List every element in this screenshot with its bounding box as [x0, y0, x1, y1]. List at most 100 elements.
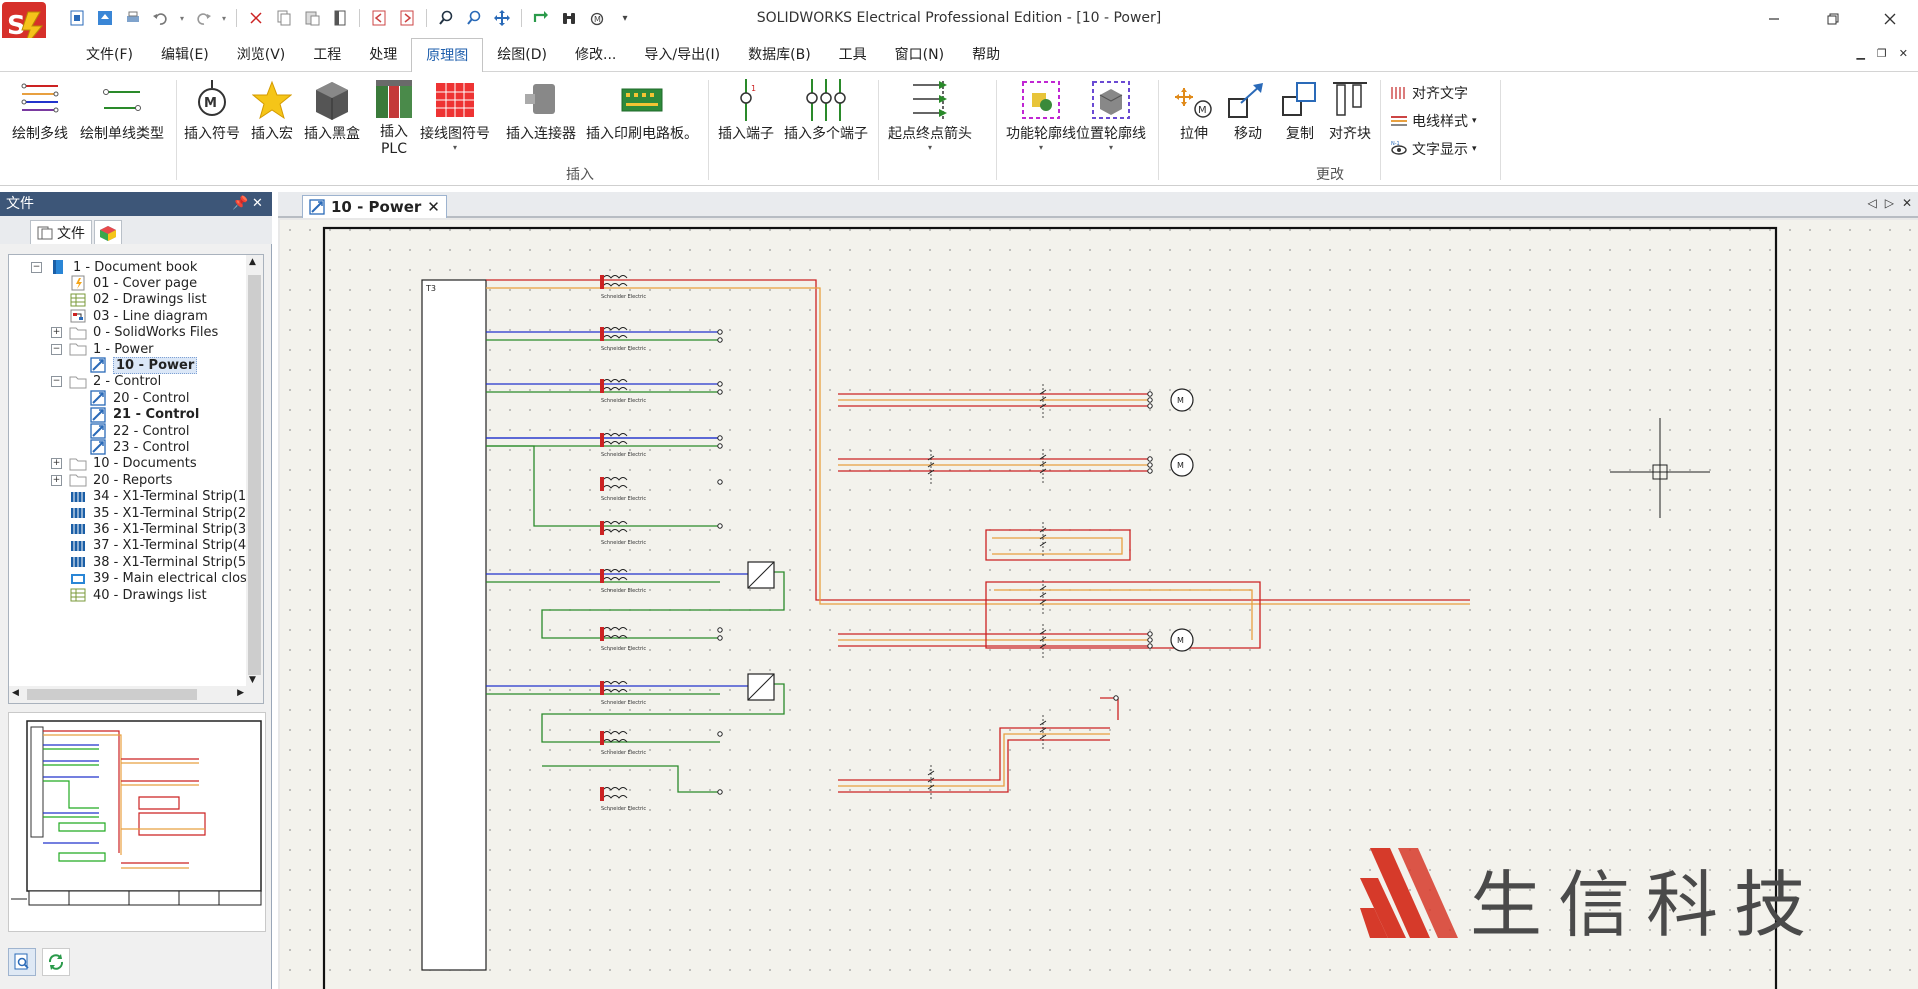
circuit-breaker-symbol[interactable] — [600, 731, 628, 745]
wire[interactable] — [994, 589, 1253, 640]
minimize-icon[interactable] — [1754, 6, 1794, 32]
motor-symbol[interactable]: M — [1170, 388, 1194, 412]
tree-item[interactable]: 22 - Control — [71, 421, 190, 441]
expand-icon[interactable]: + — [51, 474, 62, 486]
terminal-symbol[interactable] — [1147, 468, 1153, 474]
circuit-breaker-symbol[interactable] — [600, 477, 628, 491]
collapse-icon[interactable]: − — [51, 343, 62, 355]
expand-icon[interactable]: + — [51, 327, 62, 339]
menu-database[interactable]: 数据库(B) — [748, 47, 811, 63]
panel-close-icon[interactable]: ✕ — [252, 196, 263, 211]
wire[interactable] — [838, 739, 1110, 793]
function-outline-button[interactable]: 功能轮廓线 ▾ — [1006, 78, 1076, 158]
terminal-symbol[interactable] — [1113, 695, 1119, 701]
copy-button[interactable]: 复制 — [1278, 78, 1322, 158]
tree-item[interactable]: 37 - X1-Terminal Strip(4 — [51, 536, 246, 556]
menu-view[interactable]: 浏览(V) — [236, 47, 286, 63]
collapse-icon[interactable]: − — [31, 261, 42, 273]
copy-icon[interactable] — [273, 7, 295, 29]
scroll-left-icon[interactable]: ◀ — [12, 688, 19, 698]
insert-black-box-button[interactable]: 插入黑盒 — [304, 78, 360, 158]
text-display-dropdown-icon[interactable]: ▾ — [1472, 144, 1477, 154]
tab-components[interactable] — [94, 220, 122, 244]
origin-dest-arrow-button[interactable]: 起点终点箭头 ▾ — [888, 78, 972, 158]
insert-symbol-button[interactable]: M 插入符号 — [184, 78, 240, 158]
circuit-breaker-symbol[interactable] — [600, 681, 628, 695]
tab-documents[interactable]: 文件 — [30, 220, 92, 244]
redo-dropdown-icon[interactable]: ▾ — [221, 13, 226, 23]
wiring-symbol-button[interactable]: 接线图符号 ▾ — [420, 78, 490, 158]
tree-item[interactable]: −1 - Power — [51, 339, 154, 359]
doc-close-icon[interactable]: ✕ — [1898, 47, 1908, 60]
text-display-button[interactable]: N-1 文字显示 ▾ — [1390, 138, 1477, 160]
motor-symbol[interactable]: M — [1170, 453, 1194, 477]
refresh-icon[interactable] — [530, 7, 552, 29]
drawing-overview-minimap[interactable] — [8, 712, 266, 932]
scrollbar-thumb[interactable] — [248, 275, 261, 675]
tree-horizontal-scrollbar[interactable]: ◀▶ — [9, 686, 263, 703]
paste-icon[interactable] — [301, 7, 323, 29]
menu-project[interactable]: 工程 — [313, 47, 342, 63]
zoom-window-icon[interactable] — [463, 7, 485, 29]
menu-edit[interactable]: 编辑(E) — [160, 47, 209, 63]
previous-icon[interactable] — [368, 7, 390, 29]
circuit-breaker-symbol[interactable] — [600, 787, 628, 801]
menu-window[interactable]: 窗口(N) — [894, 47, 945, 63]
draw-single-wire-type-button[interactable]: 绘制单线类型 — [80, 78, 164, 158]
circuit-breaker-symbol[interactable] — [600, 433, 628, 447]
motor-icon[interactable]: M — [586, 7, 608, 29]
move-button[interactable]: 移动 — [1226, 78, 1270, 158]
tree-item[interactable]: 03 - Line diagram — [51, 306, 208, 326]
terminal-symbol[interactable] — [717, 627, 723, 633]
expand-icon[interactable]: + — [51, 458, 62, 470]
origin-dest-arrow-dropdown-icon[interactable]: ▾ — [927, 143, 932, 152]
menu-help[interactable]: 帮助 — [972, 47, 1001, 63]
contactor-symbol[interactable] — [1039, 522, 1047, 557]
function-outline-dropdown-icon[interactable]: ▾ — [1038, 143, 1043, 152]
undo-dropdown-icon[interactable]: ▾ — [179, 13, 184, 23]
terminal-symbol[interactable] — [1147, 643, 1153, 649]
doc-minimize-icon[interactable]: ▁ — [1856, 47, 1865, 60]
print-icon[interactable] — [122, 7, 144, 29]
tree-vertical-scrollbar[interactable]: ▲▼ — [246, 255, 263, 687]
pin-icon[interactable]: 📌 — [232, 196, 249, 211]
tree-item[interactable]: 36 - X1-Terminal Strip(3 — [51, 519, 246, 539]
wire[interactable] — [838, 727, 1110, 781]
draw-multi-wire-button[interactable]: 绘制多线 — [12, 78, 68, 158]
insert-macro-button[interactable]: 插入宏 — [250, 78, 294, 158]
circuit-breaker-symbol[interactable] — [600, 327, 628, 341]
terminal-symbol[interactable] — [717, 789, 723, 795]
circuit-breaker-symbol[interactable] — [600, 521, 628, 535]
tree-item[interactable]: 40 - Drawings list — [51, 585, 207, 605]
contactor-symbol[interactable] — [1039, 580, 1047, 615]
menu-file[interactable]: 文件(F) — [86, 47, 133, 63]
location-outline-dropdown-icon[interactable]: ▾ — [1108, 143, 1113, 152]
tab-close-all-icon[interactable]: ✕ — [1901, 196, 1912, 210]
zoom-icon[interactable] — [435, 7, 457, 29]
wire[interactable] — [486, 279, 1470, 601]
terminal-symbol[interactable] — [1147, 403, 1153, 409]
terminal-symbol[interactable] — [1147, 637, 1153, 643]
circuit-breaker-symbol[interactable] — [600, 275, 628, 289]
wire[interactable] — [838, 733, 1110, 787]
motor-symbol[interactable]: M — [1170, 628, 1194, 652]
tab-scroll-right-icon[interactable]: ▷ — [1884, 196, 1894, 210]
align-text-button[interactable]: 对齐文字 — [1390, 82, 1468, 104]
contactor-symbol[interactable] — [1039, 624, 1047, 659]
tree-item[interactable]: +20 - Reports — [51, 470, 172, 490]
paste-special-icon[interactable] — [329, 7, 351, 29]
pan-icon[interactable] — [491, 7, 513, 29]
tree-item[interactable]: −1 - Document book — [31, 257, 197, 277]
document-tab-10-power[interactable]: 10 - Power ✕ — [302, 195, 447, 218]
contactor-symbol[interactable] — [1039, 449, 1047, 484]
contactor-symbol[interactable] — [927, 765, 935, 800]
contactor-symbol[interactable] — [927, 450, 935, 485]
scroll-up-icon[interactable]: ▲ — [249, 257, 256, 267]
wire-style-button[interactable]: 电线样式 ▾ — [1390, 110, 1477, 132]
wire[interactable] — [985, 581, 1261, 649]
terminal-symbol[interactable] — [717, 523, 723, 529]
location-outline-button[interactable]: 位置轮廓线 ▾ — [1076, 78, 1146, 158]
terminal-symbol[interactable] — [717, 479, 723, 485]
tree-item[interactable]: 39 - Main electrical close — [51, 569, 255, 589]
